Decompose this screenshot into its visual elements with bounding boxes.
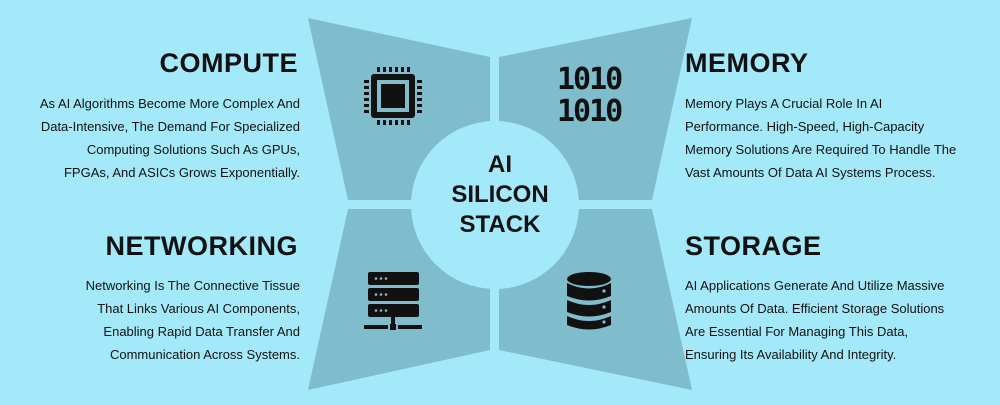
database-icon xyxy=(567,272,611,330)
text-line: Are Essential For Managing This Data, xyxy=(685,324,909,339)
text-line: Memory Plays A Crucial Role In AI xyxy=(685,96,883,111)
text-line: Vast Amounts Of Data AI Systems Process. xyxy=(685,165,936,180)
text-line: As AI Algorithms Become More Complex And xyxy=(39,96,300,111)
center-title-line: STACK xyxy=(459,211,541,238)
text-line: Enabling Rapid Data Transfer And xyxy=(103,324,300,339)
networking-description: Networking Is The Connective Tissue That… xyxy=(0,274,300,366)
memory-title: MEMORY xyxy=(685,48,809,78)
networking-title: NETWORKING xyxy=(105,231,298,261)
text-line: Memory Solutions Are Required To Handle … xyxy=(685,142,957,157)
compute-title: COMPUTE xyxy=(159,48,298,78)
text-line: That Links Various AI Components, xyxy=(97,301,300,316)
storage-title: STORAGE xyxy=(685,231,822,261)
text-line: Ensuring Its Availability And Integrity. xyxy=(685,347,897,362)
text-line: Networking Is The Connective Tissue xyxy=(85,278,300,293)
binary-line: 1010 xyxy=(557,94,623,129)
center-circle xyxy=(411,121,579,289)
text-line: Computing Solutions Such As GPUs, xyxy=(86,142,300,157)
storage-description: AI Applications Generate And Utilize Mas… xyxy=(685,274,985,366)
memory-description: Memory Plays A Crucial Role In AI Perfor… xyxy=(685,92,985,184)
text-line: Data-Intensive, The Demand For Specializ… xyxy=(40,119,300,134)
cpu-chip-icon xyxy=(364,67,422,125)
server-network-icon xyxy=(364,272,422,330)
text-line: Communication Across Systems. xyxy=(109,347,300,362)
binary-icon: 1010 1010 xyxy=(557,62,623,129)
center-title: AI SILICON STACK xyxy=(416,150,584,240)
text-line: FPGAs, And ASICs Grows Exponentially. xyxy=(63,165,300,180)
center-title-line: SILICON xyxy=(451,181,549,208)
text-line: Performance. High-Speed, High-Capacity xyxy=(685,119,925,134)
compute-description: As AI Algorithms Become More Complex And… xyxy=(0,92,300,184)
center-title-line: AI xyxy=(488,151,512,178)
binary-line: 1010 xyxy=(557,62,623,97)
text-line: Amounts Of Data. Efficient Storage Solut… xyxy=(685,301,945,316)
text-line: AI Applications Generate And Utilize Mas… xyxy=(685,278,945,293)
